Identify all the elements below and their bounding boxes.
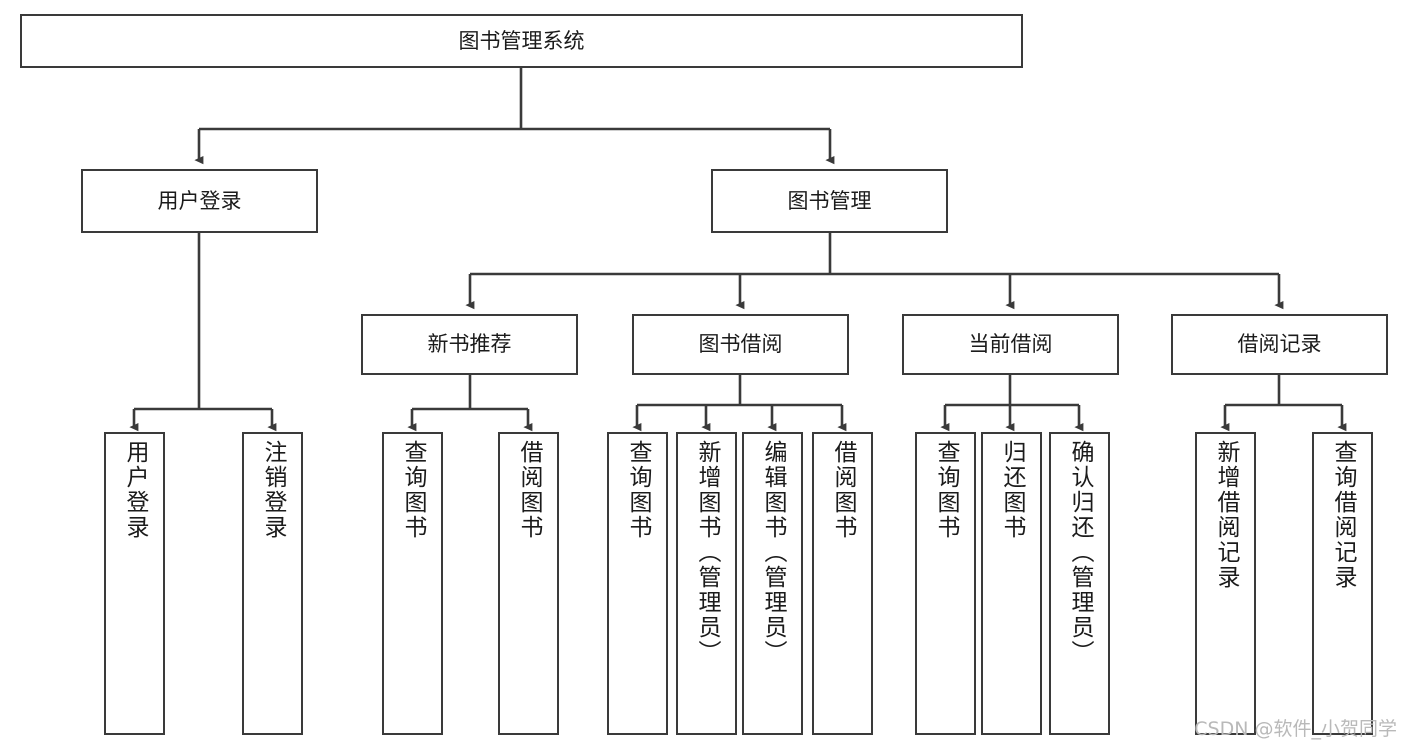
leaf-node[interactable]: 查询借阅记录: [1312, 432, 1373, 735]
leaf-node[interactable]: 借阅图书: [812, 432, 873, 735]
leaf-node[interactable]: 确认归还（管理员）: [1049, 432, 1110, 735]
leaf-node[interactable]: 查询图书: [382, 432, 443, 735]
leaf-node-label: 新增借阅记录: [1213, 440, 1239, 590]
watermark-text: CSDN @软件_小贺同学: [1194, 718, 1397, 740]
node-book-borrow[interactable]: 图书借阅: [632, 314, 849, 375]
leaf-node-label: 查询借阅记录: [1330, 440, 1356, 590]
leaf-node[interactable]: 查询图书: [607, 432, 668, 735]
leaf-node-label: 归还图书: [999, 440, 1025, 540]
node-borrow-record[interactable]: 借阅记录: [1171, 314, 1388, 375]
leaf-node-label: 新增图书（管理员）: [694, 440, 720, 665]
node-root[interactable]: 图书管理系统: [20, 14, 1023, 68]
node-current-borrow-label: 当前借阅: [968, 332, 1053, 357]
leaf-node[interactable]: 注销登录: [242, 432, 303, 735]
leaf-node[interactable]: 查询图书: [915, 432, 976, 735]
node-borrow-record-label: 借阅记录: [1237, 332, 1322, 357]
leaf-node-label: 借阅图书: [830, 440, 856, 540]
node-user-login-label: 用户登录: [157, 188, 242, 213]
leaf-node-label: 查询图书: [625, 440, 651, 540]
node-current-borrow[interactable]: 当前借阅: [902, 314, 1119, 375]
leaf-node-label: 用户登录: [122, 440, 148, 540]
node-new-book-recommend-label: 新书推荐: [427, 332, 512, 357]
leaf-node[interactable]: 借阅图书: [498, 432, 559, 735]
node-root-label: 图书管理系统: [458, 28, 585, 53]
node-book-management-label: 图书管理: [787, 188, 872, 213]
leaf-node-label: 查询图书: [400, 440, 426, 540]
leaf-node-label: 查询图书: [933, 440, 959, 540]
node-book-borrow-label: 图书借阅: [698, 332, 783, 357]
leaf-node[interactable]: 用户登录: [104, 432, 165, 735]
node-book-management[interactable]: 图书管理: [711, 169, 948, 233]
leaf-node-label: 编辑图书（管理员）: [760, 440, 786, 665]
leaf-node-label: 确认归还（管理员）: [1067, 440, 1093, 665]
node-new-book-recommend[interactable]: 新书推荐: [361, 314, 578, 375]
leaf-node[interactable]: 编辑图书（管理员）: [742, 432, 803, 735]
node-user-login[interactable]: 用户登录: [81, 169, 318, 233]
leaf-node[interactable]: 新增图书（管理员）: [676, 432, 737, 735]
leaf-node-label: 借阅图书: [516, 440, 542, 540]
leaf-node[interactable]: 新增借阅记录: [1195, 432, 1256, 735]
leaf-node-label: 注销登录: [260, 440, 286, 540]
leaf-node[interactable]: 归还图书: [981, 432, 1042, 735]
